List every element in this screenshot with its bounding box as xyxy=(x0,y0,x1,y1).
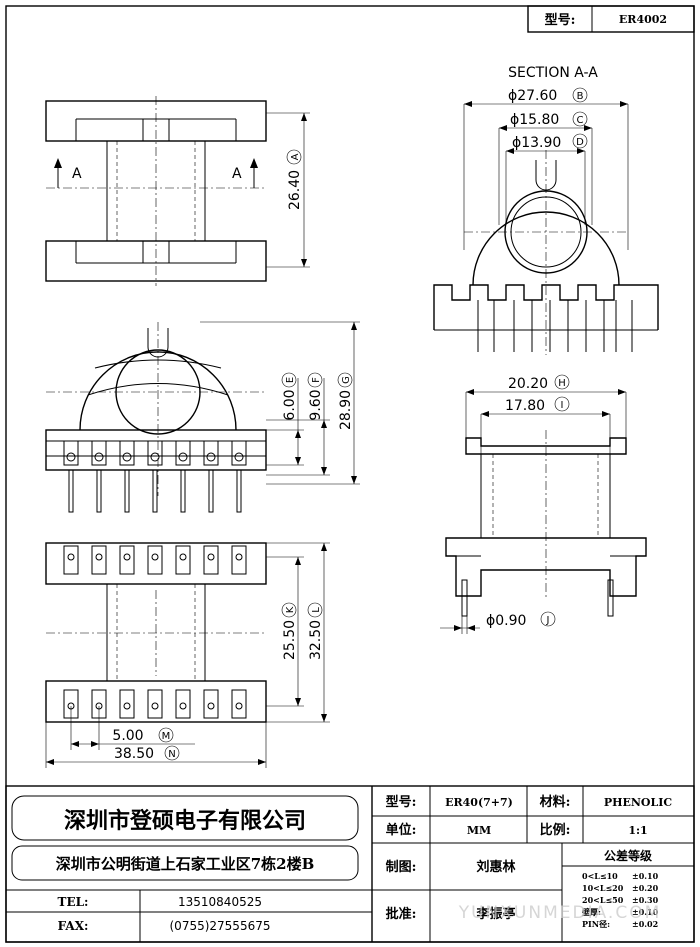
dim-c-letter: C xyxy=(577,115,584,126)
tolerance-value: ±0.02 xyxy=(632,919,658,929)
sheet-border xyxy=(5,5,695,943)
dim-n-letter: N xyxy=(168,749,175,760)
fax-value: (0755)27555675 xyxy=(170,919,271,933)
dim-m-value: 5.00 xyxy=(112,728,143,744)
dim-k-value: 25.50 xyxy=(282,620,298,660)
dim-c-value: ϕ15.80 xyxy=(510,112,559,128)
tolerance-title: 公差等级 xyxy=(604,848,652,863)
tb-material-value: PHENOLIC xyxy=(604,796,673,809)
tb-drawn-label: 制图: xyxy=(386,859,417,875)
dim-j-value: ϕ0.90 xyxy=(486,613,526,629)
company-address: 深圳市公明街道上石家工业区7栋2楼B xyxy=(56,855,315,873)
company-name: 深圳市登硕电子有限公司 xyxy=(64,808,306,834)
tolerance-value: ±0.10 xyxy=(632,907,659,917)
dim-i-value: 17.80 xyxy=(505,398,545,414)
dim-e-value: 6.00 xyxy=(282,389,298,420)
dim-f-value: 9.60 xyxy=(308,389,324,420)
dim-e-letter: E xyxy=(285,377,296,383)
dim-h-value: 20.20 xyxy=(508,376,548,392)
tb-model-value: ER40(7+7) xyxy=(445,796,513,809)
section-title: SECTION A-A xyxy=(508,65,598,81)
dim-g-letter: G xyxy=(341,376,352,384)
header-model-value: ER4002 xyxy=(619,13,667,26)
tolerance-range: 10<L≤20 xyxy=(582,883,624,893)
view-side-top: A A 26.40 A xyxy=(45,96,310,286)
view-section-aa: SECTION A-A ϕ27.60 B ϕ15.80 C ϕ13.90 D xyxy=(433,65,659,355)
tb-unit-value: MM xyxy=(467,824,491,837)
header-model-label: 型号: xyxy=(545,12,576,28)
tb-scale-value: 1:1 xyxy=(628,824,647,837)
header-model-box: 型号: ER4002 xyxy=(527,5,695,33)
view-side-right: 20.20 H 17.80 I ϕ0.90 J xyxy=(440,374,647,634)
dim-d-letter: D xyxy=(576,137,584,148)
dim-a-value: 26.40 xyxy=(287,170,303,210)
tolerance-value: ±0.30 xyxy=(632,895,659,905)
dim-f-letter: F xyxy=(311,377,322,383)
tolerance-range: 0<L≤10 xyxy=(582,871,618,881)
tb-material-label: 材料: xyxy=(540,794,571,810)
tb-unit-label: 单位: xyxy=(386,822,417,838)
watermark: YUNXUNMEDIA.COM xyxy=(458,903,662,923)
section-cut-label-right: A xyxy=(232,166,242,182)
tb-model-label: 型号: xyxy=(386,794,417,810)
dim-i-letter: I xyxy=(561,400,564,411)
dim-m-letter: M xyxy=(162,731,171,742)
tolerance-value: ±0.20 xyxy=(632,883,659,893)
tolerance-range: 20<L≤50 xyxy=(582,895,624,905)
dim-h-letter: H xyxy=(558,378,566,389)
tolerance-value: ±0.10 xyxy=(632,871,659,881)
tb-scale-label: 比例: xyxy=(540,822,571,838)
dim-b-letter: B xyxy=(577,91,584,102)
dim-j-letter: J xyxy=(546,615,550,626)
dim-k-letter: K xyxy=(285,606,296,613)
fax-label: FAX: xyxy=(58,919,89,933)
tolerance-range: 壁厚: xyxy=(582,907,601,917)
dim-d-value: ϕ13.90 xyxy=(512,135,561,151)
tel-value: 13510840525 xyxy=(178,895,262,909)
dim-g-value: 28.90 xyxy=(338,390,354,430)
tolerance-list: 0<L≤10 ±0.10 10<L≤20 ±0.20 20<L≤50 ±0.30… xyxy=(582,871,659,929)
dim-l-value: 32.50 xyxy=(308,620,324,660)
view-bottom: 25.50 K 32.50 L 5.00 M 38.50 N xyxy=(45,542,330,768)
section-cut-label-left: A xyxy=(72,166,82,182)
view-front-middle: 6.00 E 9.60 F 28.90 G xyxy=(45,321,360,513)
dim-a-letter: A xyxy=(290,153,301,160)
dim-l-letter: L xyxy=(311,607,322,613)
tel-label: TEL: xyxy=(58,895,89,909)
dim-b-value: ϕ27.60 xyxy=(508,88,557,104)
dim-n-value: 38.50 xyxy=(114,746,154,762)
tb-approved-value: 李振亭 xyxy=(475,906,515,922)
title-block: 深圳市登硕电子有限公司 深圳市公明街道上石家工业区7栋2楼B TEL: 1351… xyxy=(5,785,695,943)
tolerance-range: PIN径: xyxy=(582,919,610,929)
tb-drawn-value: 刘惠林 xyxy=(476,859,515,875)
tb-approved-label: 批准: xyxy=(386,906,417,922)
